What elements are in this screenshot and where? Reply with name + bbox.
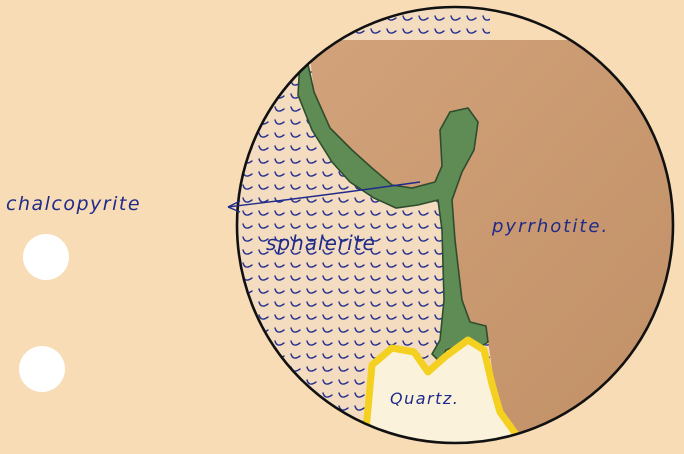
label-chalcopyrite: chalcopyrite [6,193,141,215]
binder-hole-top [23,234,69,280]
label-sphalerite: sphalerite [266,231,376,255]
label-pyrrhotite: pyrrhotite. [491,216,609,237]
label-quartz: Quartz. [390,389,459,408]
field-of-view [230,0,684,454]
binder-hole-bottom [19,346,65,392]
